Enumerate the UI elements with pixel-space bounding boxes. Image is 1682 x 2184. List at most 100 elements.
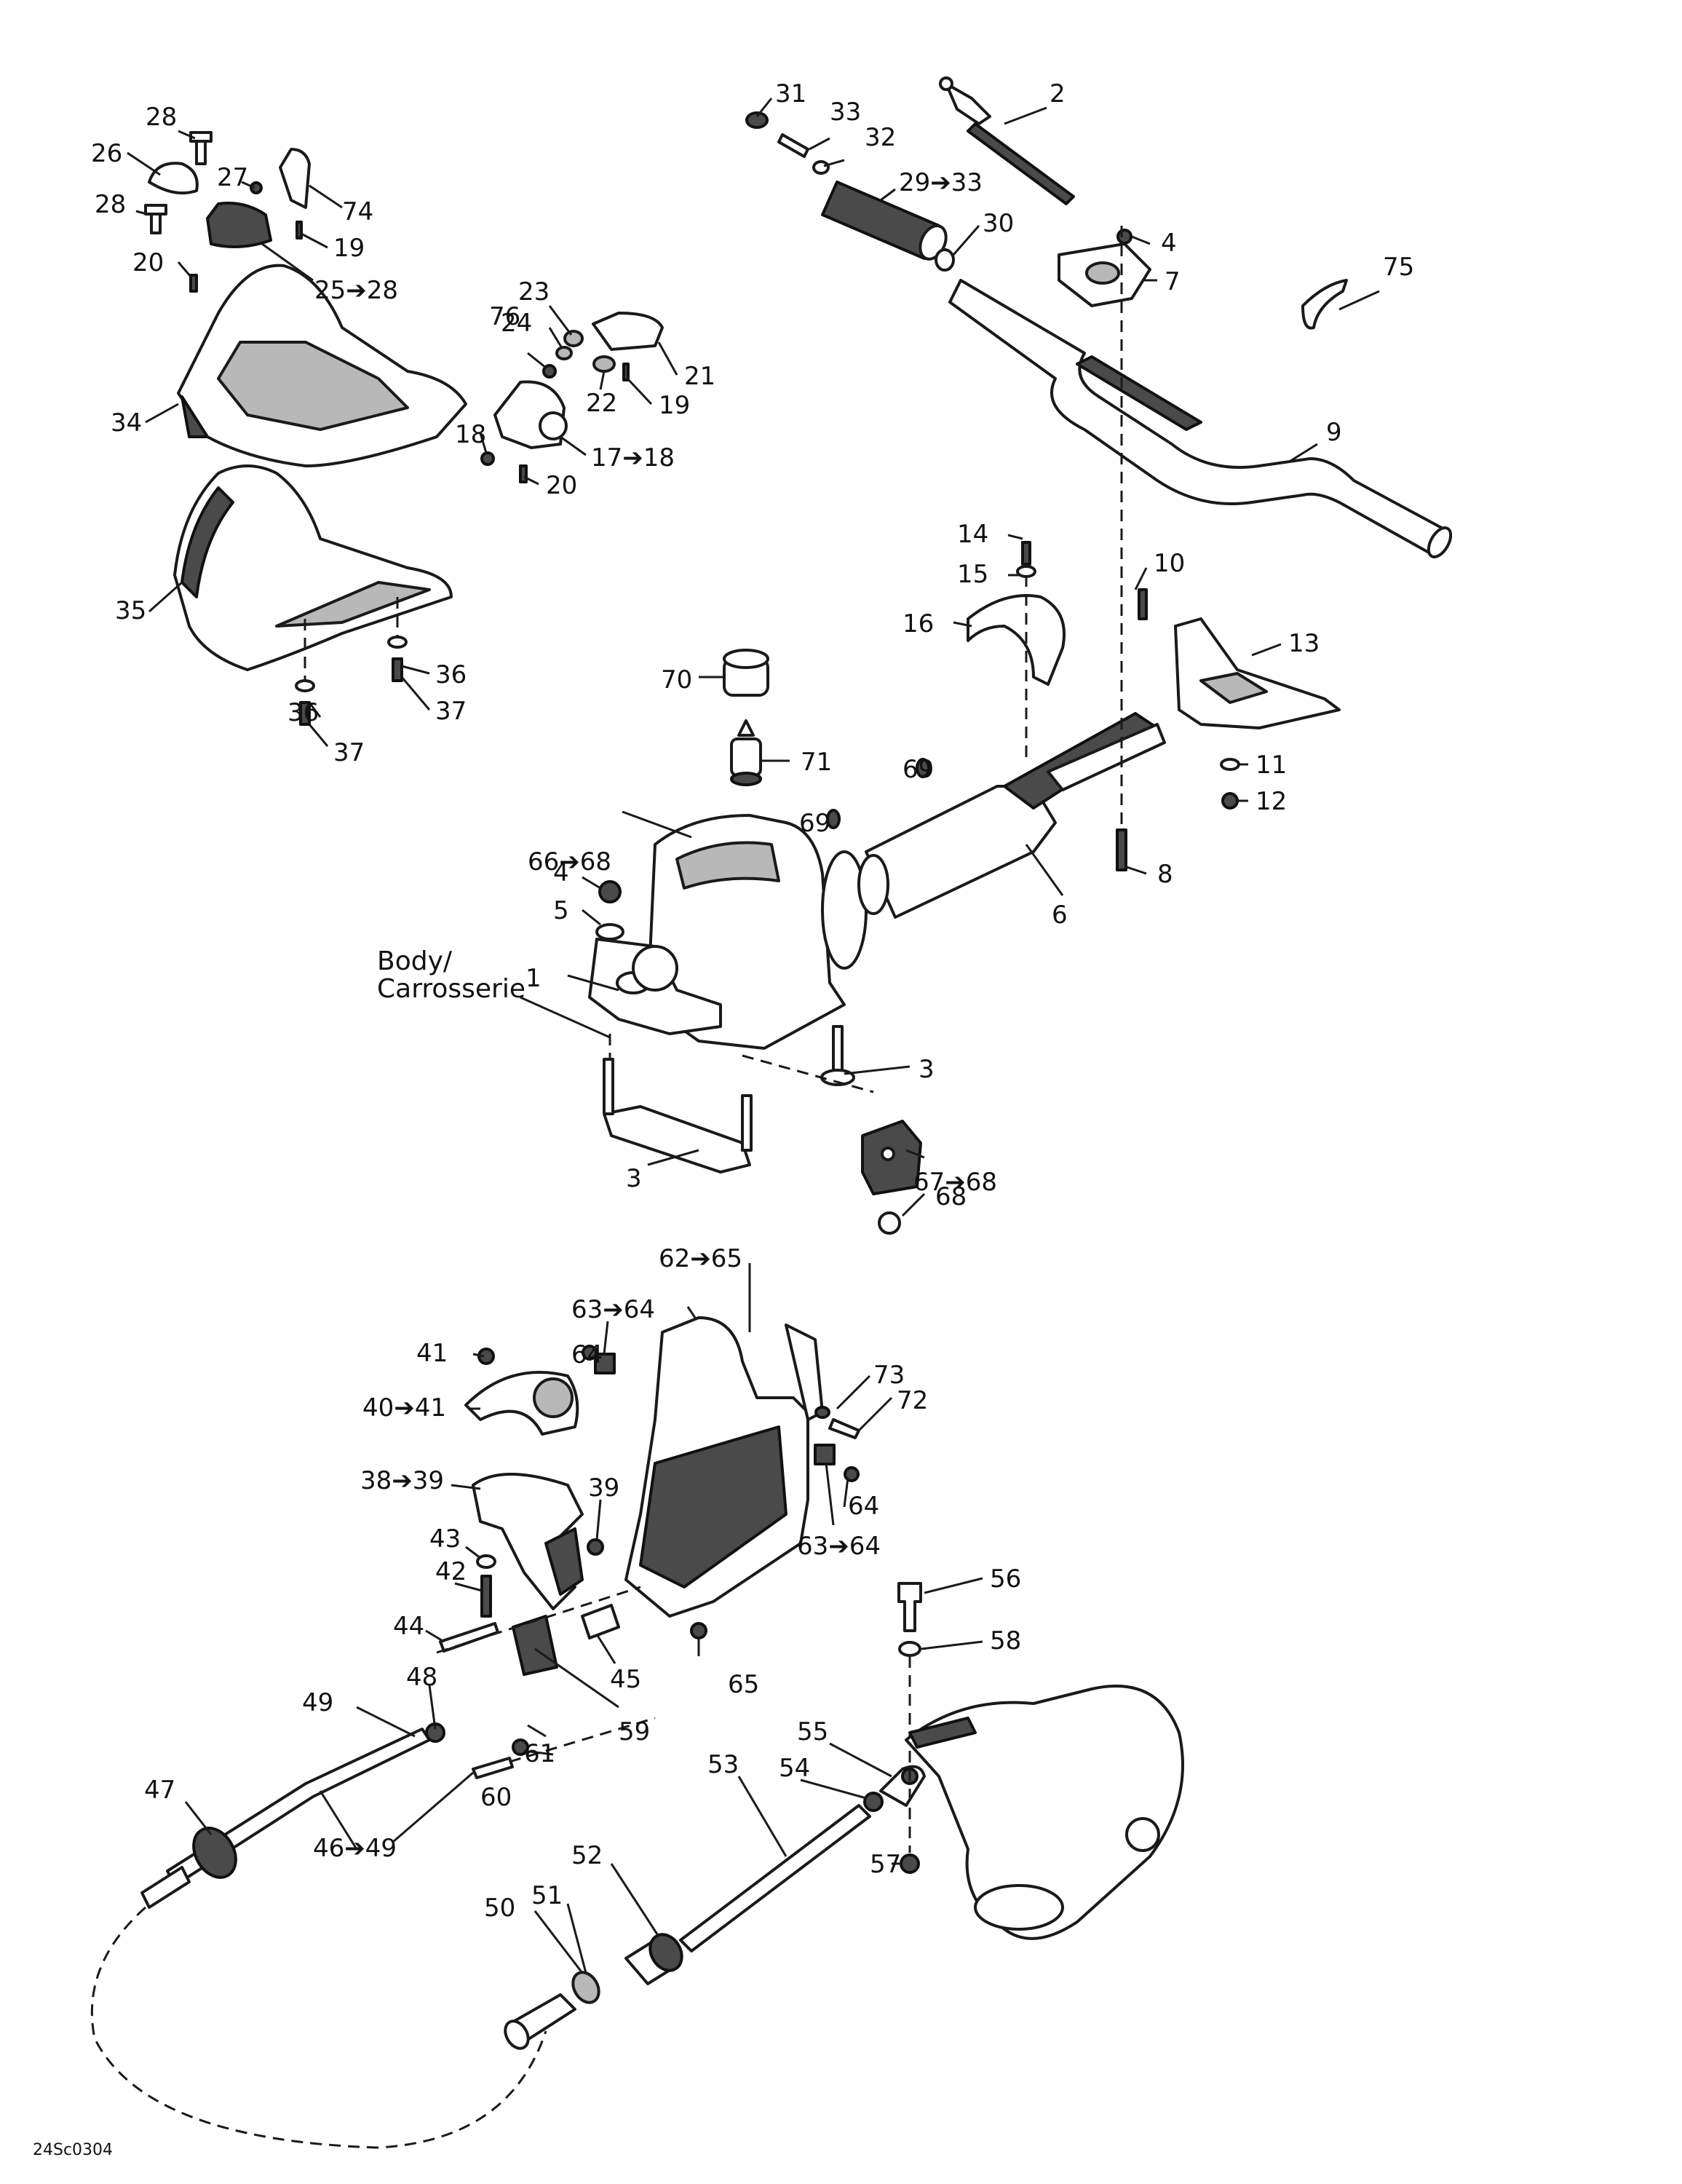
- nut-4-mid: [598, 880, 622, 903]
- callout: 44: [393, 1612, 424, 1641]
- callout: 16: [903, 609, 934, 638]
- nut-54: [863, 1792, 884, 1812]
- callout: 2: [1050, 79, 1066, 108]
- part-22: [592, 355, 616, 373]
- pad-70: [723, 649, 769, 697]
- tie-strap-75: [1301, 279, 1348, 330]
- washer-5: [595, 923, 624, 941]
- bracket-13: [1174, 617, 1341, 729]
- callout: 8: [1157, 860, 1173, 889]
- callout: 14: [957, 520, 988, 549]
- callout: 45: [610, 1665, 641, 1694]
- callout: 22: [586, 389, 617, 418]
- callout: 69: [799, 809, 830, 838]
- callout: 35: [115, 596, 146, 625]
- callout: 19: [659, 391, 690, 420]
- callout: 41: [416, 1339, 448, 1368]
- callout: 39: [588, 1473, 619, 1503]
- washer-36-right: [387, 636, 408, 649]
- bolt-60: [472, 1757, 514, 1779]
- callout: 37: [333, 738, 365, 767]
- part-32: [812, 160, 830, 175]
- nut-39: [587, 1538, 604, 1556]
- callout: 65: [728, 1670, 759, 1699]
- callout: 4: [1161, 229, 1177, 258]
- callout: 11: [1255, 751, 1287, 780]
- part-23: [563, 330, 584, 347]
- callout: 37: [435, 697, 467, 726]
- part-45: [581, 1604, 620, 1639]
- plate-3-lower: [603, 1058, 753, 1174]
- callout: 15: [957, 560, 988, 589]
- callout: 26: [91, 139, 122, 168]
- guard-16: [967, 594, 1066, 686]
- part-27: [250, 181, 263, 194]
- bolt-8: [1116, 828, 1127, 871]
- callout: 48: [406, 1663, 437, 1692]
- callout: 3: [919, 1055, 935, 1084]
- callout: 20: [546, 471, 577, 500]
- callout: 64: [571, 1340, 603, 1369]
- support-62: [624, 1316, 824, 1618]
- callout: 1: [525, 964, 542, 993]
- callout: 70: [661, 665, 692, 695]
- clamp-38: [472, 1473, 584, 1610]
- switch-74: [279, 148, 311, 209]
- callout: 58: [990, 1626, 1021, 1655]
- callout: 5: [553, 896, 569, 925]
- bolt-10: [1138, 588, 1148, 620]
- switch-housing-25: [206, 202, 272, 248]
- callout: 62➔65: [659, 1244, 742, 1273]
- callout: 31: [775, 79, 806, 108]
- callout: 57: [870, 1850, 901, 1879]
- callout: 34: [111, 408, 142, 438]
- callout: 59: [619, 1717, 650, 1746]
- callout: 68: [935, 1182, 967, 1211]
- part-31: [745, 111, 769, 129]
- callout: 24: [501, 309, 532, 338]
- callout: 27: [217, 163, 248, 192]
- callout: 3: [626, 1164, 642, 1193]
- callout: 50: [484, 1894, 515, 1923]
- switch-housing-17: [493, 380, 568, 449]
- jet-nozzle: [905, 1685, 1184, 1940]
- callout: 28: [146, 103, 177, 132]
- callout: 63➔64: [797, 1532, 881, 1561]
- stopper-71: [730, 719, 762, 786]
- nut-65: [690, 1622, 707, 1639]
- screw-19-mid: [622, 363, 630, 381]
- callout: 18: [455, 420, 486, 449]
- bolt-14: [1021, 541, 1031, 566]
- bracket-59: [512, 1615, 558, 1676]
- washer-43: [476, 1554, 496, 1569]
- part-30: [935, 248, 955, 272]
- part-2: [939, 76, 1075, 205]
- callout: 51: [531, 1881, 563, 1910]
- callout: 43: [429, 1524, 461, 1554]
- washer-73: [814, 1406, 830, 1419]
- steering-shaft-6: [857, 712, 1166, 919]
- body-label-line2: Carrosserie: [377, 974, 525, 1004]
- callout-labels: 1 2 3 3 4 4 5 6 7 8 9 10 11 12 13 14 15 …: [91, 79, 1414, 1923]
- bolt-44: [439, 1622, 499, 1653]
- handlebar-9: [948, 279, 1453, 558]
- washer-11: [1220, 758, 1240, 771]
- cable-53: [679, 1804, 871, 1952]
- handlebar-cover-lower: [173, 464, 453, 671]
- ball-joint-55: [879, 1765, 926, 1807]
- part-51: [571, 1971, 600, 2004]
- callout: 76: [489, 302, 520, 331]
- drawing-code: 24Sc0304: [33, 2141, 113, 2159]
- callout: 56: [990, 1564, 1021, 1594]
- leader-lines: [127, 98, 1380, 1974]
- callout: 49: [302, 1688, 333, 1717]
- callout: 42: [435, 1557, 467, 1586]
- throttle-lever-21: [592, 312, 664, 351]
- washer-36-left: [295, 679, 315, 692]
- nut-64-right: [844, 1466, 860, 1482]
- callout: 6: [1052, 901, 1068, 930]
- callout: 12: [1255, 787, 1287, 816]
- callout: 61: [524, 1739, 555, 1768]
- plate-3-upper: [820, 1025, 855, 1086]
